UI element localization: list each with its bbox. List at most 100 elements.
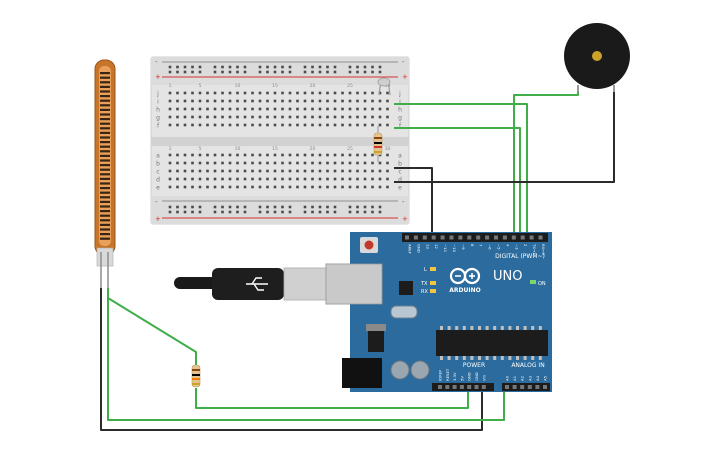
header-pin[interactable] — [520, 235, 525, 240]
rail-hole[interactable] — [266, 70, 269, 74]
breadboard-hole[interactable] — [176, 169, 179, 173]
wire-resistor-5v[interactable] — [195, 388, 469, 409]
breadboard-hole[interactable] — [168, 153, 172, 157]
rail-hole[interactable] — [168, 65, 172, 69]
rail-hole[interactable] — [281, 65, 284, 69]
breadboard-hole[interactable] — [371, 91, 374, 95]
breadboard-hole[interactable] — [228, 153, 232, 157]
rail-hole[interactable] — [333, 65, 337, 69]
breadboard-hole[interactable] — [251, 185, 254, 189]
breadboard-hole[interactable] — [168, 107, 172, 111]
rail-hole[interactable] — [348, 65, 352, 69]
breadboard-hole[interactable] — [243, 91, 247, 95]
rail-hole[interactable] — [356, 70, 359, 74]
breadboard-hole[interactable] — [243, 115, 247, 119]
breadboard-hole[interactable] — [318, 107, 322, 111]
breadboard-hole[interactable] — [356, 99, 359, 103]
rail-hole[interactable] — [243, 205, 247, 209]
breadboard-hole[interactable] — [348, 153, 352, 157]
breadboard-hole[interactable] — [273, 177, 277, 181]
breadboard-hole[interactable] — [273, 185, 277, 189]
breadboard-hole[interactable] — [363, 91, 367, 95]
breadboard-hole[interactable] — [236, 177, 239, 181]
breadboard-hole[interactable] — [333, 99, 337, 103]
breadboard-hole[interactable] — [228, 161, 232, 165]
breadboard-hole[interactable] — [266, 177, 269, 181]
breadboard-hole[interactable] — [221, 99, 224, 103]
wire-buzzer-ground[interactable] — [394, 92, 615, 183]
breadboard-hole[interactable] — [356, 115, 359, 119]
breadboard-hole[interactable] — [311, 177, 314, 181]
breadboard-hole[interactable] — [228, 185, 232, 189]
breadboard-hole[interactable] — [228, 123, 232, 127]
breadboard-hole[interactable] — [303, 177, 307, 181]
breadboard-hole[interactable] — [386, 153, 389, 157]
breadboard-hole[interactable] — [251, 99, 254, 103]
rail-hole[interactable] — [333, 210, 337, 214]
rail-hole[interactable] — [318, 70, 322, 74]
breadboard-hole[interactable] — [258, 169, 262, 173]
breadboard-hole[interactable] — [311, 107, 314, 111]
breadboard-hole[interactable] — [296, 99, 299, 103]
breadboard-hole[interactable] — [213, 99, 217, 103]
breadboard-hole[interactable] — [206, 153, 209, 157]
breadboard-hole[interactable] — [251, 91, 254, 95]
breadboard-hole[interactable] — [273, 169, 277, 173]
breadboard-hole[interactable] — [213, 169, 217, 173]
breadboard-hole[interactable] — [341, 123, 344, 127]
breadboard-hole[interactable] — [371, 123, 374, 127]
breadboard-hole[interactable] — [258, 99, 262, 103]
breadboard-hole[interactable] — [363, 161, 367, 165]
breadboard-hole[interactable] — [348, 185, 352, 189]
rail-hole[interactable] — [168, 70, 172, 74]
breadboard-hole[interactable] — [198, 91, 202, 95]
rail-hole[interactable] — [318, 205, 322, 209]
rail-hole[interactable] — [326, 65, 329, 69]
rail-hole[interactable] — [266, 210, 269, 214]
flex-sensor[interactable] — [94, 59, 116, 288]
header-pin[interactable] — [474, 385, 479, 389]
breadboard-hole[interactable] — [281, 115, 284, 119]
breadboard-hole[interactable] — [258, 115, 262, 119]
breadboard-hole[interactable] — [318, 115, 322, 119]
breadboard-hole[interactable] — [333, 153, 337, 157]
breadboard-hole[interactable] — [386, 115, 389, 119]
header-pin[interactable] — [452, 385, 457, 389]
breadboard-hole[interactable] — [191, 115, 194, 119]
breadboard-hole[interactable] — [326, 91, 329, 95]
breadboard-hole[interactable] — [236, 99, 239, 103]
breadboard-hole[interactable] — [206, 115, 209, 119]
breadboard-hole[interactable] — [168, 91, 172, 95]
rail-hole[interactable] — [333, 205, 337, 209]
breadboard-hole[interactable] — [296, 91, 299, 95]
breadboard-hole[interactable] — [341, 161, 344, 165]
breadboard-hole[interactable] — [371, 99, 374, 103]
breadboard-hole[interactable] — [266, 169, 269, 173]
breadboard-hole[interactable] — [326, 107, 329, 111]
rail-hole[interactable] — [213, 70, 217, 74]
rail-hole[interactable] — [183, 210, 187, 214]
breadboard-hole[interactable] — [378, 185, 382, 189]
wire-led-signal[interactable] — [394, 103, 528, 232]
breadboard-hole[interactable] — [228, 91, 232, 95]
rail-hole[interactable] — [243, 210, 247, 214]
breadboard-hole[interactable] — [288, 107, 292, 111]
breadboard-hole[interactable] — [281, 185, 284, 189]
rail-hole[interactable] — [371, 70, 374, 74]
rail-hole[interactable] — [243, 70, 247, 74]
breadboard-hole[interactable] — [296, 153, 299, 157]
header-pin[interactable] — [405, 235, 409, 240]
resistor[interactable] — [191, 364, 201, 388]
breadboard-hole[interactable] — [348, 107, 352, 111]
breadboard-hole[interactable] — [356, 107, 359, 111]
rail-hole[interactable] — [213, 65, 217, 69]
breadboard-hole[interactable] — [356, 169, 359, 173]
breadboard-hole[interactable] — [378, 99, 382, 103]
breadboard-hole[interactable] — [198, 99, 202, 103]
breadboard-hole[interactable] — [288, 185, 292, 189]
breadboard-hole[interactable] — [341, 185, 344, 189]
breadboard-hole[interactable] — [176, 161, 179, 165]
breadboard-hole[interactable] — [243, 169, 247, 173]
rail-hole[interactable] — [273, 210, 277, 214]
breadboard-hole[interactable] — [333, 169, 337, 173]
